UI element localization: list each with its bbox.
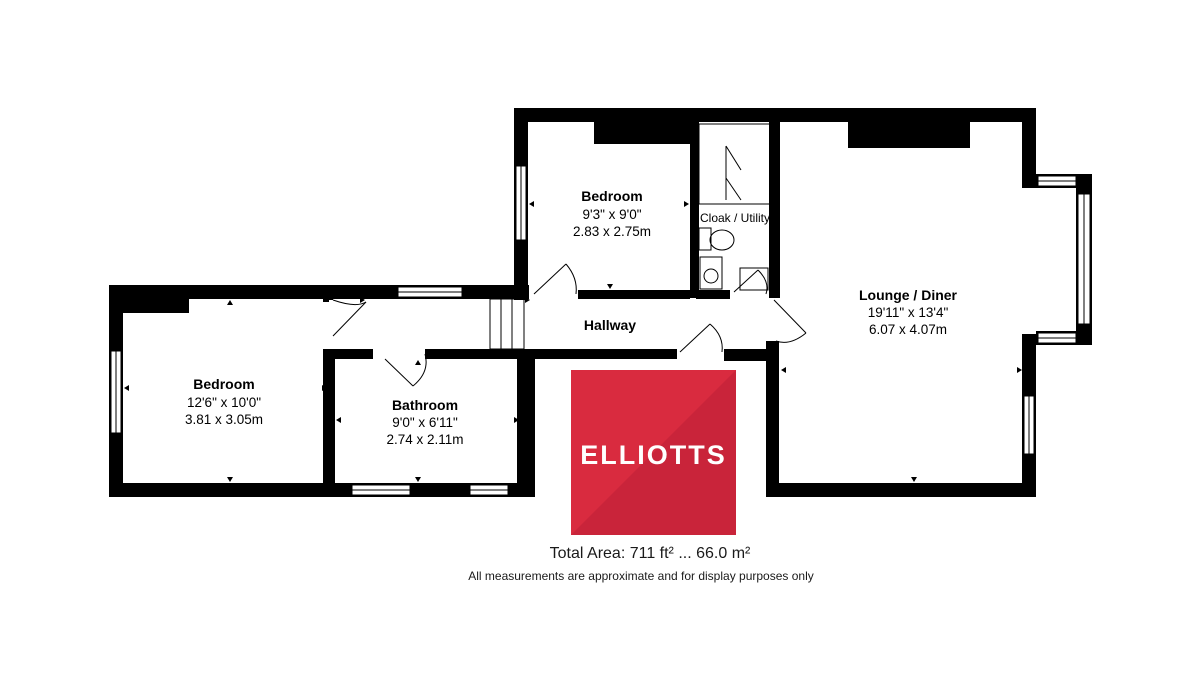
toilet-cistern-icon [698, 227, 712, 251]
wall-hall-right-bottom [724, 349, 779, 361]
room-dimensions-imperial: 19'11" x 13'4" [868, 305, 949, 320]
room-label-bathroom: Bathroom 9'0" x 6'11" 2.74 x 2.11m [386, 397, 463, 447]
marker-hall-left [360, 297, 365, 303]
marker-left-bed-left [124, 385, 129, 391]
wall-cloak-bottom [696, 290, 730, 299]
marker-lounge-left [781, 367, 786, 373]
room-name: Bathroom [392, 397, 458, 413]
wall-lounge-left-lower [766, 341, 779, 497]
room-dimensions-metric: 2.74 x 2.11m [386, 432, 463, 447]
wall-lounge-chimney [848, 108, 970, 148]
marker-bath-left [336, 417, 341, 423]
dimension-markers [124, 201, 1022, 482]
marker-lounge-bottom [911, 477, 917, 482]
marker-bath-top [415, 360, 421, 365]
logo-shade [571, 370, 736, 535]
marker-hall-top [525, 297, 530, 303]
room-dimensions-metric: 2.83 x 2.75m [573, 224, 651, 239]
marker-left-bed-bottom [227, 477, 233, 482]
wall-hall-bottom [425, 349, 677, 359]
room-dimensions-imperial: 12'6" x 10'0" [187, 395, 261, 410]
stairs [489, 298, 525, 350]
room-label-hallway: Hallway [584, 317, 636, 333]
room-name: Bedroom [581, 188, 642, 204]
cloak-fittings [698, 123, 774, 291]
wall-cloak-lounge-divider [769, 122, 780, 298]
marker-top-bed-left [529, 201, 534, 207]
windows [110, 165, 1091, 496]
elliotts-logo: ELLIOTTS [571, 370, 736, 535]
marker-lounge-right [1017, 367, 1022, 373]
total-area: Total Area: 711 ft² ... 66.0 m² [550, 545, 751, 562]
room-label-top-bedroom: Bedroom 9'3" x 9'0" 2.83 x 2.75m [573, 188, 651, 239]
room-dimensions-metric: 3.81 x 3.05m [185, 412, 263, 427]
room-dimensions-imperial: 9'0" x 6'11" [392, 415, 458, 430]
wall-lounge-right-upper [1022, 108, 1036, 188]
doors [329, 263, 807, 387]
wall-lounge-bottom [766, 483, 1036, 497]
logo-text: ELLIOTTS [580, 440, 727, 470]
wall-topbed-bottom [578, 290, 690, 299]
cupboard-icon [739, 267, 769, 291]
marker-left-bed-top [227, 300, 233, 305]
room-dimensions-metric: 6.07 x 4.07m [869, 322, 947, 337]
marker-top-bed-right [684, 201, 689, 207]
toilet-icon [709, 229, 735, 251]
wall-bath-top-left [323, 349, 373, 359]
wall-topbed-chimney [594, 108, 692, 144]
wall-bath-right [517, 349, 535, 495]
room-label-cloak: Cloak / Utility [700, 211, 770, 225]
room-name: Lounge / Diner [859, 287, 958, 303]
wall-bottom-left-run [109, 483, 535, 497]
marker-bath-right [514, 417, 519, 423]
disclaimer-note: All measurements are approximate and for… [468, 569, 814, 583]
wall-topbed-cloak-divider [690, 122, 699, 298]
marker-left-bed-right [322, 385, 327, 391]
room-label-lounge: Lounge / Diner 19'11" x 13'4" 6.07 x 4.0… [859, 287, 958, 337]
wall-stub-a [323, 292, 333, 302]
wall-bed-bath-divider [323, 349, 335, 489]
wall-top-left-run [109, 285, 529, 299]
marker-bath-bottom [415, 477, 421, 482]
marker-top-bed-bottom [607, 284, 613, 289]
room-name: Bedroom [193, 376, 254, 392]
room-dimensions-imperial: 9'3" x 9'0" [582, 207, 641, 222]
sink-icon [699, 256, 723, 290]
room-label-left-bedroom: Bedroom 12'6" x 10'0" 3.81 x 3.05m [185, 376, 263, 427]
